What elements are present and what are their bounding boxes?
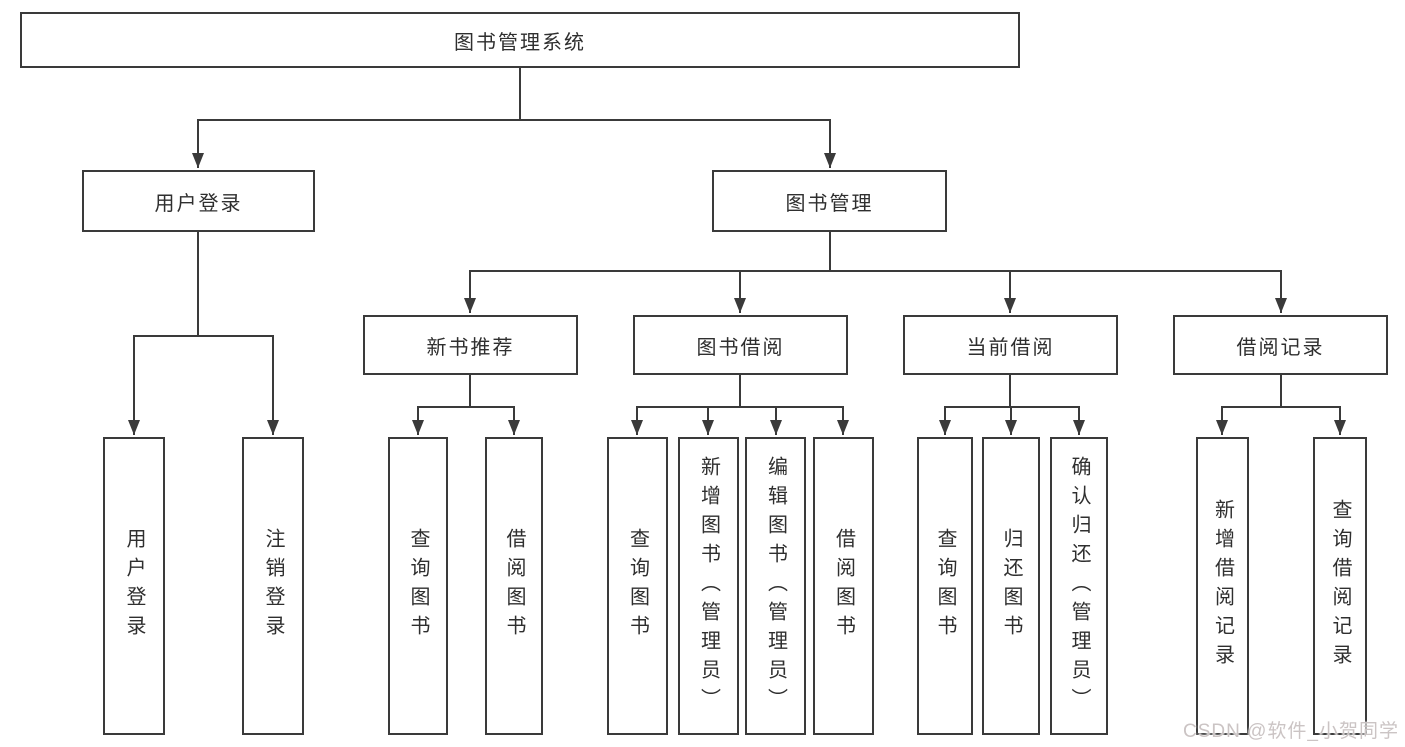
node-current-borrowing: 当前借阅 — [903, 315, 1118, 375]
node-label: 借阅记录 — [1236, 336, 1325, 359]
node-label: 新增借阅记录 — [1211, 499, 1234, 673]
leaf-query-books-current: 查询图书 — [917, 437, 973, 735]
node-book-management: 图书管理 — [712, 170, 947, 232]
node-label: 查询图书 — [407, 528, 429, 644]
node-label: 确认归还（管理员） — [1068, 455, 1090, 717]
leaf-query-borrow-record: 查询借阅记录 — [1313, 437, 1367, 735]
node-label: 归还图书 — [1000, 528, 1022, 644]
node-label: 图书管理 — [785, 192, 874, 215]
node-label: 用户登录 — [154, 192, 243, 215]
node-label: 借阅图书 — [503, 528, 525, 644]
node-borrowing-records: 借阅记录 — [1173, 315, 1388, 375]
leaf-confirm-return-admin: 确认归还（管理员） — [1050, 437, 1108, 735]
node-label: 用户登录 — [123, 528, 145, 644]
node-book-borrowing: 图书借阅 — [633, 315, 848, 375]
node-label: 查询借阅记录 — [1329, 499, 1351, 673]
node-book-management-system: 图书管理系统 — [20, 12, 1020, 68]
node-label: 查询图书 — [934, 528, 956, 644]
leaf-return-books: 归还图书 — [982, 437, 1040, 735]
node-new-book-recommendation: 新书推荐 — [363, 315, 578, 375]
node-label: 编辑图书（管理员） — [764, 455, 787, 717]
node-label: 借阅图书 — [832, 528, 855, 644]
node-label: 新书推荐 — [426, 336, 515, 359]
leaf-add-borrow-record: 新增借阅记录 — [1196, 437, 1249, 735]
leaf-add-books-admin: 新增图书（管理员） — [678, 437, 739, 735]
leaf-query-books-borrowing: 查询图书 — [607, 437, 668, 735]
node-label: 新增图书（管理员） — [697, 455, 720, 717]
node-label: 当前借阅 — [966, 336, 1055, 359]
node-label: 图书借阅 — [696, 336, 785, 359]
node-label: 注销登录 — [262, 528, 284, 644]
leaf-logout: 注销登录 — [242, 437, 304, 735]
leaf-borrow-books-recommendation: 借阅图书 — [485, 437, 543, 735]
leaf-edit-books-admin: 编辑图书（管理员） — [745, 437, 806, 735]
leaf-borrow-books-borrowing: 借阅图书 — [813, 437, 874, 735]
node-label: 图书管理系统 — [454, 31, 586, 54]
csdn-watermark: CSDN @软件_小贺同学 — [1183, 721, 1399, 742]
leaf-user-login: 用户登录 — [103, 437, 165, 735]
node-user-login: 用户登录 — [82, 170, 315, 232]
leaf-query-books-recommendation: 查询图书 — [388, 437, 448, 735]
node-label: 查询图书 — [626, 528, 649, 644]
